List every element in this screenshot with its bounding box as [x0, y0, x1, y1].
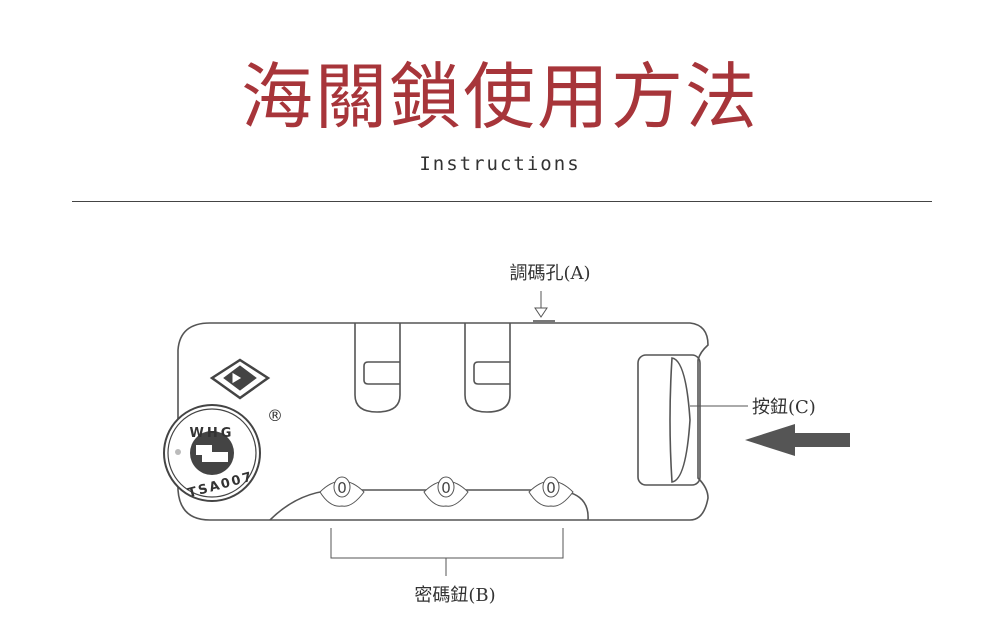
dial-3[interactable]: 0: [528, 476, 574, 507]
arrow-down-icon: [534, 291, 548, 318]
bracket-dials: [330, 528, 564, 576]
label-reset-hole: 調碼孔(A): [509, 263, 590, 284]
logo-diamond-icon: [209, 358, 271, 400]
page-title: 海關鎖使用方法: [240, 55, 759, 139]
release-button: [637, 354, 701, 486]
svg-text:WHG: WHG: [190, 426, 235, 441]
dial-2[interactable]: 0: [423, 476, 469, 507]
dial-1[interactable]: 0: [319, 476, 365, 507]
shackle-slot-2: [464, 323, 511, 413]
reset-hole: [533, 320, 555, 323]
arrow-left-icon: [745, 424, 850, 456]
label-button: 按鈕(C): [752, 397, 816, 418]
svg-text:0: 0: [441, 479, 451, 497]
svg-text:0: 0: [337, 479, 347, 497]
shackle-slot-1: [354, 323, 401, 413]
tsa-logo: WHG TSA007: [163, 404, 261, 502]
label-dials: 密碼鈕(B): [414, 585, 495, 606]
divider: [72, 201, 932, 202]
svg-text:0: 0: [546, 479, 556, 497]
registered-mark: ®: [267, 406, 283, 425]
page-subtitle: Instructions: [419, 153, 581, 175]
